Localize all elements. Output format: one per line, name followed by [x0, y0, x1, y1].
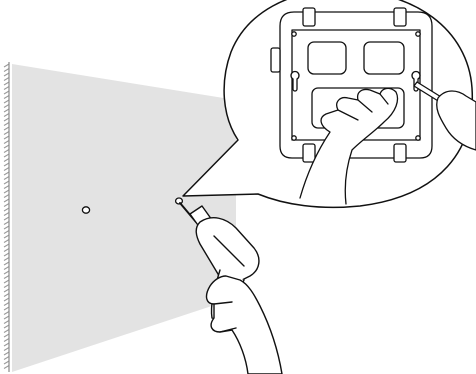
- wall-edge-hatch-mark: [3, 221, 10, 225]
- wall-edge-hatch-mark: [3, 351, 10, 356]
- wall-edge-hatch-mark: [3, 261, 10, 266]
- hand-with-screwdriver: [413, 81, 476, 151]
- bracket-tab-top-left: [302, 7, 316, 27]
- bracket-tab-top-right: [393, 7, 407, 27]
- wall-edge-hatch-mark: [3, 63, 10, 68]
- bracket-window-top-right: [363, 41, 405, 75]
- wall-edge-hatch-mark: [3, 324, 10, 329]
- wall-edge-hatch-mark: [3, 153, 10, 158]
- wall-edge-hatch-mark: [3, 284, 10, 288]
- wall-edge-hatch-mark: [3, 158, 10, 162]
- screw-hole-top-left: [291, 31, 297, 37]
- bracket-tab-bottom-right: [393, 143, 407, 163]
- wall-edge-hatch-mark: [3, 230, 10, 234]
- wall-edge-hatch-mark: [3, 365, 10, 369]
- wall-edge-hatch-mark: [3, 257, 10, 261]
- bracket-window-top-left: [307, 41, 347, 75]
- wall-edge-hatch-mark: [3, 131, 10, 135]
- wall-edge-hatch-mark: [3, 207, 10, 212]
- wall-edge-hatch-mark: [3, 293, 10, 297]
- drill-detail-line: [213, 235, 245, 267]
- wall-surface: [12, 64, 236, 372]
- wall-edge-hatch-mark: [3, 333, 10, 338]
- wall-edge-hatch-mark: [3, 77, 10, 81]
- wall-edge-hatch-mark: [3, 248, 10, 252]
- drill-hole-left: [81, 206, 91, 214]
- bracket-side-clip: [270, 47, 281, 73]
- hand-on-bracket: [299, 87, 399, 205]
- wall-edge-hatch-mark: [3, 297, 10, 302]
- wall-edge-hatch-mark: [3, 126, 10, 131]
- wall-edge-hatch-mark: [3, 338, 10, 342]
- wall-edge-hatch-mark: [3, 315, 10, 320]
- wall-edge-hatching: [3, 63, 10, 369]
- hand-holding-drill: [205, 275, 283, 374]
- wall-edge-hatch-mark: [3, 234, 10, 239]
- wall-edge-hatch-mark: [3, 68, 10, 72]
- wall-edge-hatch-mark: [3, 279, 10, 284]
- wall-edge-hatch-mark: [3, 122, 10, 126]
- wall-edge-hatch-mark: [3, 135, 10, 140]
- wall-edge-hatch-mark: [3, 140, 10, 144]
- wall-edge-hatch-mark: [3, 176, 10, 180]
- wall-edge-hatch-mark: [3, 90, 10, 95]
- wall-edge-hatch-mark: [3, 104, 10, 108]
- hand-holding-drill-outline: [205, 275, 283, 374]
- wall-edge-hatch-mark: [3, 347, 10, 351]
- wall-edge-hatch-mark: [3, 99, 10, 104]
- wall-edge-hatch-mark: [3, 81, 10, 86]
- wall-edge-hatch-mark: [3, 203, 10, 207]
- wall-edge-hatch-mark: [3, 243, 10, 248]
- wall-edge-hatch-mark: [3, 266, 10, 270]
- keyhole-slot-left: [290, 70, 300, 92]
- wall-edge-hatch-mark: [3, 185, 10, 189]
- wall-edge-hatch-mark: [3, 108, 10, 113]
- wall-edge-hatch-mark: [3, 189, 10, 194]
- screw-hole-bottom-right: [415, 135, 421, 141]
- hand-holding-drill-fingers: [213, 301, 237, 333]
- wall-edge-hatch-mark: [3, 311, 10, 315]
- wall-edge-hatch-mark: [3, 239, 10, 243]
- wall-edge-hatch-mark: [3, 171, 10, 176]
- wall-edge-hatch-mark: [3, 270, 10, 275]
- screwdriver-hand: [436, 90, 476, 151]
- wall-edge-hatch-mark: [3, 149, 10, 153]
- wall-edge-hatch-mark: [3, 167, 10, 171]
- screw-hole-top-right: [415, 31, 421, 37]
- wall-edge-hatch-mark: [3, 95, 10, 99]
- bracket-tab-bottom-left: [302, 143, 316, 163]
- wall-edge-hatch-mark: [3, 252, 10, 257]
- wall-edge-hatch-mark: [3, 162, 10, 167]
- wall-edge-hatch-mark: [3, 275, 10, 279]
- wall-edge-hatch-mark: [3, 320, 10, 324]
- wall-edge-hatch-mark: [3, 329, 10, 333]
- wall-edge-hatch-mark: [3, 117, 10, 122]
- wall-edge-hatch-mark: [3, 194, 10, 198]
- wall-edge-hatch-mark: [3, 212, 10, 216]
- hand-on-bracket-finger-lines: [337, 93, 389, 121]
- wall-edge-hatch-mark: [3, 225, 10, 230]
- wall-edge-hatch-mark: [3, 288, 10, 293]
- wall-edge-hatch-mark: [3, 302, 10, 306]
- drill-body: [195, 217, 260, 285]
- wall-edge-hatch-mark: [3, 180, 10, 185]
- wall-edge-hatch-mark: [3, 216, 10, 221]
- wall-edge-hatch-mark: [3, 360, 10, 365]
- wall-edge-hatch-mark: [3, 306, 10, 311]
- screw-hole-bottom-left: [291, 135, 297, 141]
- hand-on-bracket-palm: [299, 87, 399, 205]
- wall-edge-hatch-mark: [3, 72, 10, 77]
- wall: [3, 62, 236, 372]
- wall-edge-hatch-mark: [3, 86, 10, 90]
- wall-edge-hatch-mark: [3, 356, 10, 360]
- wall-edge-hatch-mark: [3, 342, 10, 347]
- wall-edge-hatch-mark: [3, 113, 10, 117]
- wall-edge-hatch-mark: [3, 198, 10, 203]
- wall-edge-hatch-mark: [3, 144, 10, 149]
